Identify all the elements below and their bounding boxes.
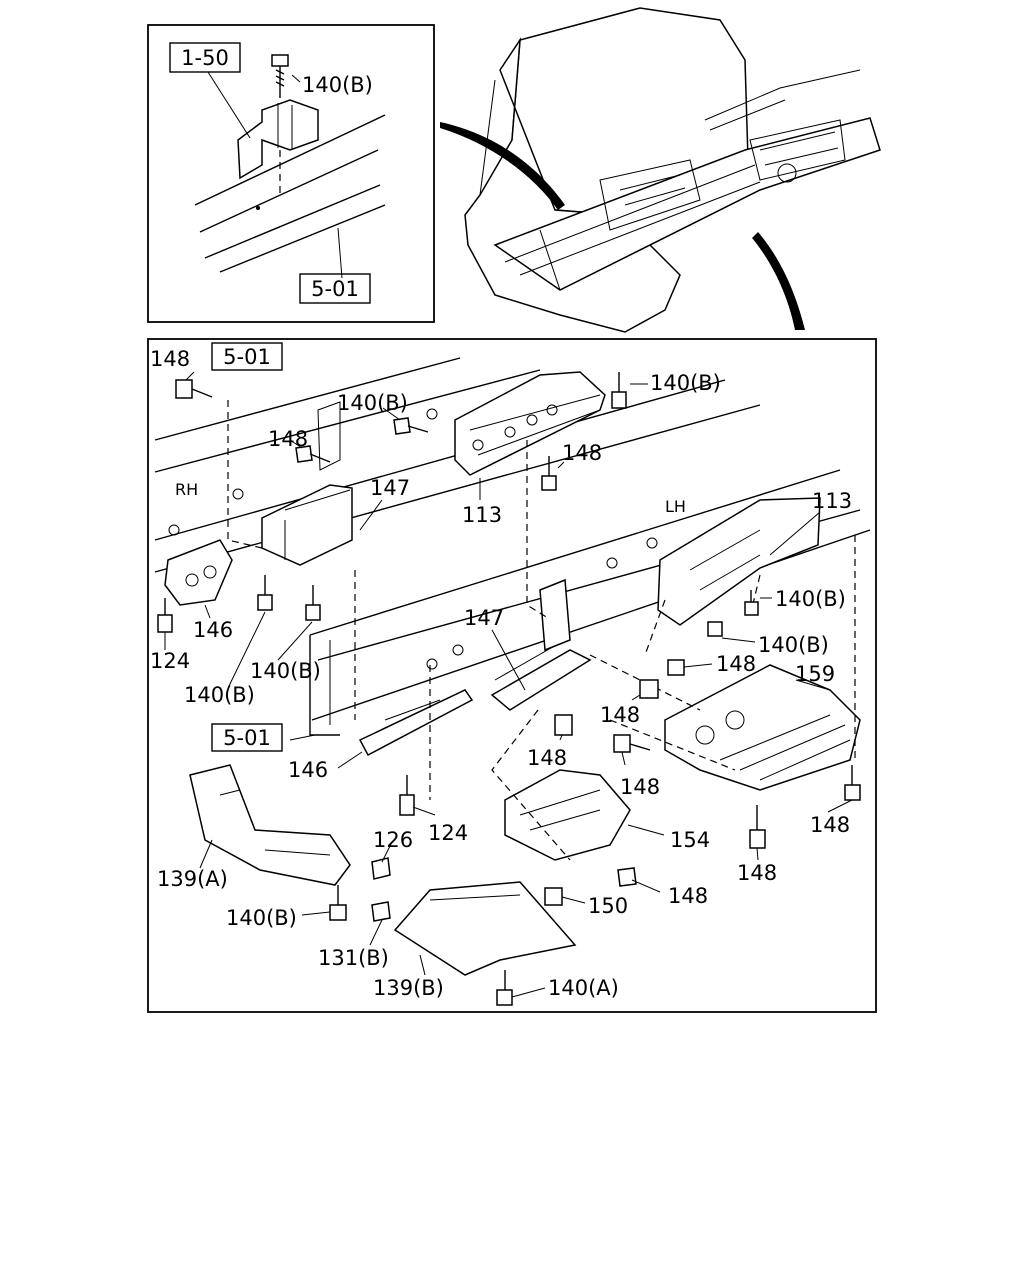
leader-lines [164, 371, 853, 998]
label-147: 147 [370, 476, 410, 500]
inset-ref-bottom-text: 5-01 [311, 277, 359, 301]
main-ref-box-left: 5-01 [211, 723, 283, 752]
inset-detail: 1-50 5-01 140(B) [147, 24, 435, 323]
label-113: 113 [812, 489, 852, 513]
arrow-to-inset [440, 122, 565, 210]
label-148: 148 [600, 703, 640, 727]
label-124: 124 [428, 821, 468, 845]
truck-overview [440, 7, 881, 333]
label-140b: 140(B) [226, 906, 297, 930]
label-148: 148 [810, 813, 850, 837]
label-148: 148 [527, 746, 567, 770]
label-146: 146 [288, 758, 328, 782]
main-ref-box-top: 5-01 [211, 342, 283, 371]
label-139b: 139(B) [373, 976, 444, 1000]
label-124: 124 [150, 649, 190, 673]
label-113: 113 [462, 503, 502, 527]
main-detail: 5-01 5-01 RH LH 148 140(B) 148 140(B) 14… [147, 338, 877, 1013]
label-140a: 140(A) [548, 976, 619, 1000]
label-148: 148 [716, 652, 756, 676]
label-148: 148 [562, 441, 602, 465]
label-140b: 140(B) [184, 683, 255, 707]
main-frame [147, 338, 877, 1013]
label-inset-140b: 140(B) [302, 73, 373, 97]
label-148: 148 [620, 775, 660, 799]
side-label-lh: LH [665, 497, 686, 516]
label-131b: 131(B) [318, 946, 389, 970]
fasteners [157, 372, 861, 1006]
part-callouts: 148 140(B) 148 140(B) 148 147 113 113 14… [150, 347, 852, 1000]
label-126: 126 [373, 828, 413, 852]
label-148: 148 [668, 884, 708, 908]
label-139a: 139(A) [157, 867, 228, 891]
main-ref-left-text: 5-01 [223, 726, 271, 750]
side-label-rh: RH [175, 480, 198, 499]
inset-ref-box-top: 1-50 [169, 42, 241, 73]
main-ref-top-text: 5-01 [223, 345, 271, 369]
label-148: 148 [737, 861, 777, 885]
label-159: 159 [795, 662, 835, 686]
label-140b: 140(B) [337, 391, 408, 415]
label-140b: 140(B) [250, 659, 321, 683]
label-154: 154 [670, 828, 710, 852]
label-148: 148 [150, 347, 190, 371]
label-140b: 140(B) [650, 371, 721, 395]
label-150: 150 [588, 894, 628, 918]
label-147: 147 [464, 606, 504, 630]
inset-ref-box-bottom: 5-01 [299, 273, 371, 304]
label-140b: 140(B) [775, 587, 846, 611]
inset-ref-top-text: 1-50 [181, 46, 229, 70]
label-146: 146 [193, 618, 233, 642]
inset-frame [147, 24, 435, 323]
label-148: 148 [268, 427, 308, 451]
label-140b: 140(B) [758, 633, 829, 657]
arrow-to-main [752, 232, 805, 330]
